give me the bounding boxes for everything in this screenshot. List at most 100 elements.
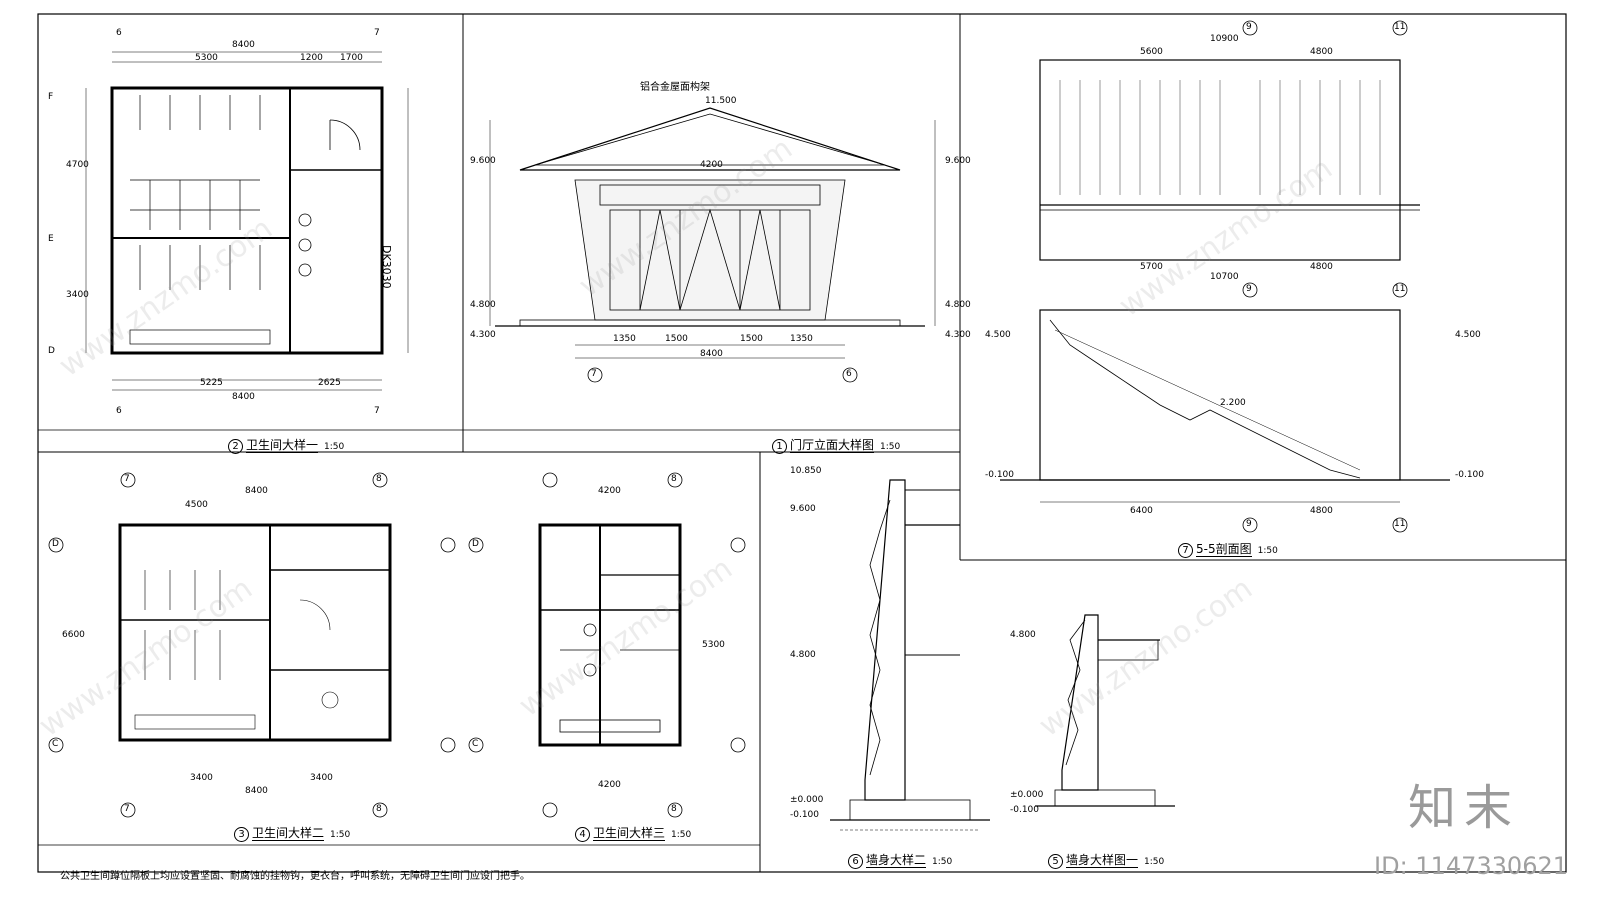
facade-elevation [495, 107, 925, 327]
dim-label: 8400 [700, 349, 723, 359]
dim-label: 5700 [1140, 262, 1163, 272]
level-label: 10.850 [790, 466, 822, 476]
axis-label: 11 [1394, 519, 1406, 529]
dim-label: 5225 [200, 378, 223, 388]
dim-label: 4800 [1310, 47, 1333, 57]
axis-label: 9 [1246, 519, 1252, 529]
dim-label: 8400 [245, 786, 268, 796]
dim-label: 5600 [1140, 47, 1163, 57]
level-label: 4.800 [945, 300, 971, 310]
section-5-5 [1000, 59, 1450, 503]
plan-toilet-1-dims [85, 51, 409, 391]
dim-label: 8400 [232, 392, 255, 402]
axis-label: 7 [374, 28, 380, 38]
dim-label: 10700 [1210, 272, 1239, 282]
axis-label: 7 [124, 804, 130, 814]
dim-label: 4200 [700, 160, 723, 170]
dim-label: 1500 [665, 334, 688, 344]
level-label: -0.100 [1455, 470, 1485, 480]
dim-label: 8400 [232, 40, 255, 50]
axis-label: C [472, 739, 479, 749]
dim-label: 4800 [1310, 506, 1333, 516]
plan-toilet-1 [110, 86, 384, 355]
dim-label: 1350 [613, 334, 636, 344]
level-label: -0.100 [790, 810, 820, 820]
level-label: 4.300 [945, 330, 971, 340]
level-label: 4.800 [1010, 630, 1036, 640]
axis-label: 7 [591, 369, 597, 379]
level-label: 4.500 [1455, 330, 1481, 340]
axis-label: 11 [1394, 22, 1406, 32]
dim-label: 5300 [702, 640, 725, 650]
wall-detail-2 [830, 479, 990, 831]
axis-label: D [52, 539, 59, 549]
axis-label: 7 [124, 474, 130, 484]
level-label: ±0.000 [790, 795, 824, 805]
level-label: 9.600 [470, 156, 496, 166]
dim-label: 4800 [1310, 262, 1333, 272]
watermark-logo: 知末 [1407, 780, 1520, 836]
axis-label: D [472, 539, 479, 549]
axis-label: 8 [376, 474, 382, 484]
sheet-border [37, 13, 1567, 873]
axis-label: C [52, 739, 59, 749]
dim-label: 3400 [310, 773, 333, 783]
frame-label: 铝合金屋面构架 [640, 82, 710, 93]
level-label: 9.600 [790, 504, 816, 514]
level-label: 4.500 [985, 330, 1011, 340]
dim-label: 4200 [598, 486, 621, 496]
level-label: 11.500 [705, 96, 737, 106]
general-note: 公共卫生间蹲位隔板上均应设置坚固、耐腐蚀的挂物钩，更衣台，呼叫系统，无障碍卫生间… [60, 871, 530, 882]
dim-label: 2625 [318, 378, 341, 388]
plan-toilet-3 [538, 523, 682, 747]
level-label: 9.600 [945, 156, 971, 166]
dim-label: 4700 [66, 160, 89, 170]
dim-label: 1350 [790, 334, 813, 344]
dim-label: 1700 [340, 53, 363, 63]
dim-label: 4200 [598, 780, 621, 790]
watermark-id: ID: 1147330621 [1374, 852, 1568, 880]
level-label: 4.300 [470, 330, 496, 340]
level-label: 4.800 [790, 650, 816, 660]
dim-label: 4500 [185, 500, 208, 510]
level-label: -0.100 [985, 470, 1015, 480]
dim-label: 1500 [740, 334, 763, 344]
axis-label: D [48, 346, 55, 356]
axis-label: 8 [671, 804, 677, 814]
axis-label: E [48, 234, 54, 244]
axis-label: 7 [374, 406, 380, 416]
section-axes [1242, 20, 1408, 533]
dim-label: 6400 [1130, 506, 1153, 516]
dim-label: 5300 [195, 53, 218, 63]
axis-label: 8 [376, 804, 382, 814]
dim-label: 3400 [66, 290, 89, 300]
level-label: ±0.000 [1010, 790, 1044, 800]
dim-label: 6600 [62, 630, 85, 640]
axis-label: 6 [116, 406, 122, 416]
axis-label: 8 [671, 474, 677, 484]
axis-label: 6 [846, 369, 852, 379]
plan-3-axes [468, 472, 746, 818]
level-label: 4.800 [470, 300, 496, 310]
door-label: DK3030 [380, 245, 393, 289]
facade-dims [489, 120, 936, 359]
level-label: 2.200 [1220, 398, 1246, 408]
level-label: -0.100 [1010, 805, 1040, 815]
dim-label: 10900 [1210, 34, 1239, 44]
dim-label: 8400 [245, 486, 268, 496]
axis-label: F [48, 92, 54, 102]
plan-toilet-2 [118, 523, 392, 742]
dim-label: 1200 [300, 53, 323, 63]
dim-label: 3400 [190, 773, 213, 783]
plan-2-axes [48, 472, 456, 818]
axis-label: 9 [1246, 22, 1252, 32]
axis-label: 11 [1394, 284, 1406, 294]
